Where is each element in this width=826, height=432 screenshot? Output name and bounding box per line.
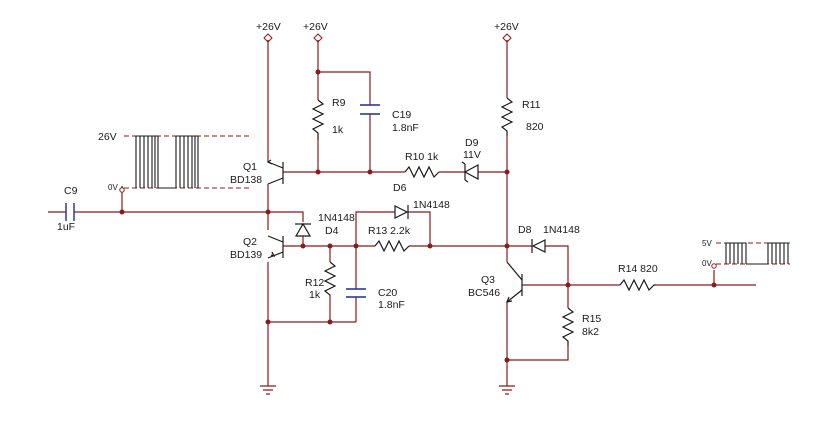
junction-dot — [315, 169, 321, 175]
input-low-label: 0V — [108, 183, 118, 192]
junction-dot — [504, 243, 510, 249]
q1-ref: Q1 — [243, 161, 257, 173]
r12-ref: R12 — [305, 277, 324, 289]
r11-ref: R11 — [522, 99, 541, 111]
junction-dot — [327, 319, 333, 325]
resistor-r12: R12 1k — [305, 261, 337, 301]
d9-ref: D9 — [465, 137, 479, 149]
r10-label: R10 1k — [405, 151, 439, 163]
resistor-r15: R15 8k2 — [561, 307, 601, 346]
ground-icon — [260, 385, 276, 395]
resistor-r11: R11 820 — [500, 97, 544, 136]
d9-value: 11V — [463, 149, 481, 161]
r9-ref: R9 — [332, 97, 346, 109]
wires — [48, 40, 756, 386]
resistor-r9: R9 1k — [311, 97, 346, 140]
r11-value: 820 — [526, 121, 544, 133]
d6-ref: D6 — [393, 182, 407, 194]
q2-ref: Q2 — [243, 236, 257, 248]
output-waveform: 5V 0V — [702, 239, 790, 269]
diode-d8: D8 1N4148 — [518, 224, 580, 253]
capacitor-c19: C19 1.8nF — [360, 104, 419, 134]
junction-dot — [504, 357, 510, 363]
d4-ref: D4 — [325, 225, 339, 237]
r14-label: R14 820 — [618, 263, 658, 275]
supply-label: +26V — [494, 21, 519, 33]
supply-terminal-icon — [263, 33, 273, 43]
junction-dot — [265, 209, 271, 215]
ground-symbols — [260, 385, 515, 395]
q3-ref: Q3 — [481, 274, 495, 286]
c9-value: 1uF — [57, 221, 75, 233]
ground-icon — [499, 385, 515, 395]
resistor-r13: R13 2.2k — [368, 225, 411, 253]
junction-dot — [504, 169, 510, 175]
output-high-label: 5V — [702, 239, 712, 248]
supply-terminals: +26V +26V +26V — [256, 21, 519, 43]
c19-value: 1.8nF — [392, 122, 419, 134]
c19-ref: C19 — [392, 109, 411, 121]
capacitor-c9: C9 1uF — [57, 185, 78, 233]
q2-value: BD139 — [230, 249, 262, 261]
supply-label: +26V — [303, 21, 328, 33]
junction-dot — [367, 169, 373, 175]
diode-d4: 1N4148 D4 — [294, 212, 355, 237]
supply-terminal-icon — [313, 33, 323, 43]
junction-dots — [119, 69, 717, 363]
resistor-r10: R10 1k — [404, 151, 440, 179]
r15-ref: R15 — [582, 313, 601, 325]
r15-value: 8k2 — [582, 326, 599, 338]
junction-dot — [711, 282, 717, 288]
junction-dot — [565, 282, 571, 288]
junction-dot — [300, 243, 306, 249]
junction-dot — [327, 243, 333, 249]
junction-dot — [315, 69, 321, 75]
junction-dot — [427, 243, 433, 249]
transistor-q2: Q2 BD139 — [230, 235, 284, 261]
d4-value: 1N4148 — [318, 212, 355, 224]
q1-value: BD138 — [230, 174, 262, 186]
supply-label: +26V — [256, 21, 281, 33]
c20-value: 1.8nF — [378, 299, 405, 311]
q3-value: BC546 — [468, 287, 500, 299]
c9-ref: C9 — [64, 185, 78, 197]
capacitor-c20: C20 1.8nF — [346, 287, 405, 311]
d8-ref: D8 — [518, 224, 532, 236]
transistor-q1: Q1 BD138 — [230, 159, 284, 186]
junction-dot — [119, 209, 125, 215]
c20-ref: C20 — [378, 287, 397, 299]
input-high-label: 26V — [98, 131, 117, 143]
input-waveform: 26V 0V — [98, 131, 250, 193]
r9-value: 1k — [332, 124, 344, 136]
transistor-q3: Q3 BC546 — [468, 261, 523, 303]
zener-d9: D9 11V — [461, 137, 481, 183]
r13-label: R13 2.2k — [368, 225, 411, 237]
d8-value: 1N4148 — [543, 224, 580, 236]
output-low-label: 0V — [702, 259, 712, 268]
supply-terminal-icon — [502, 33, 512, 43]
junction-dot — [265, 319, 271, 325]
resistor-r14: R14 820 — [618, 263, 658, 292]
diode-d6: D6 1N4148 — [393, 182, 450, 219]
junction-dot — [353, 243, 359, 249]
d6-value: 1N4148 — [413, 199, 450, 211]
r12-value: 1k — [309, 289, 321, 301]
